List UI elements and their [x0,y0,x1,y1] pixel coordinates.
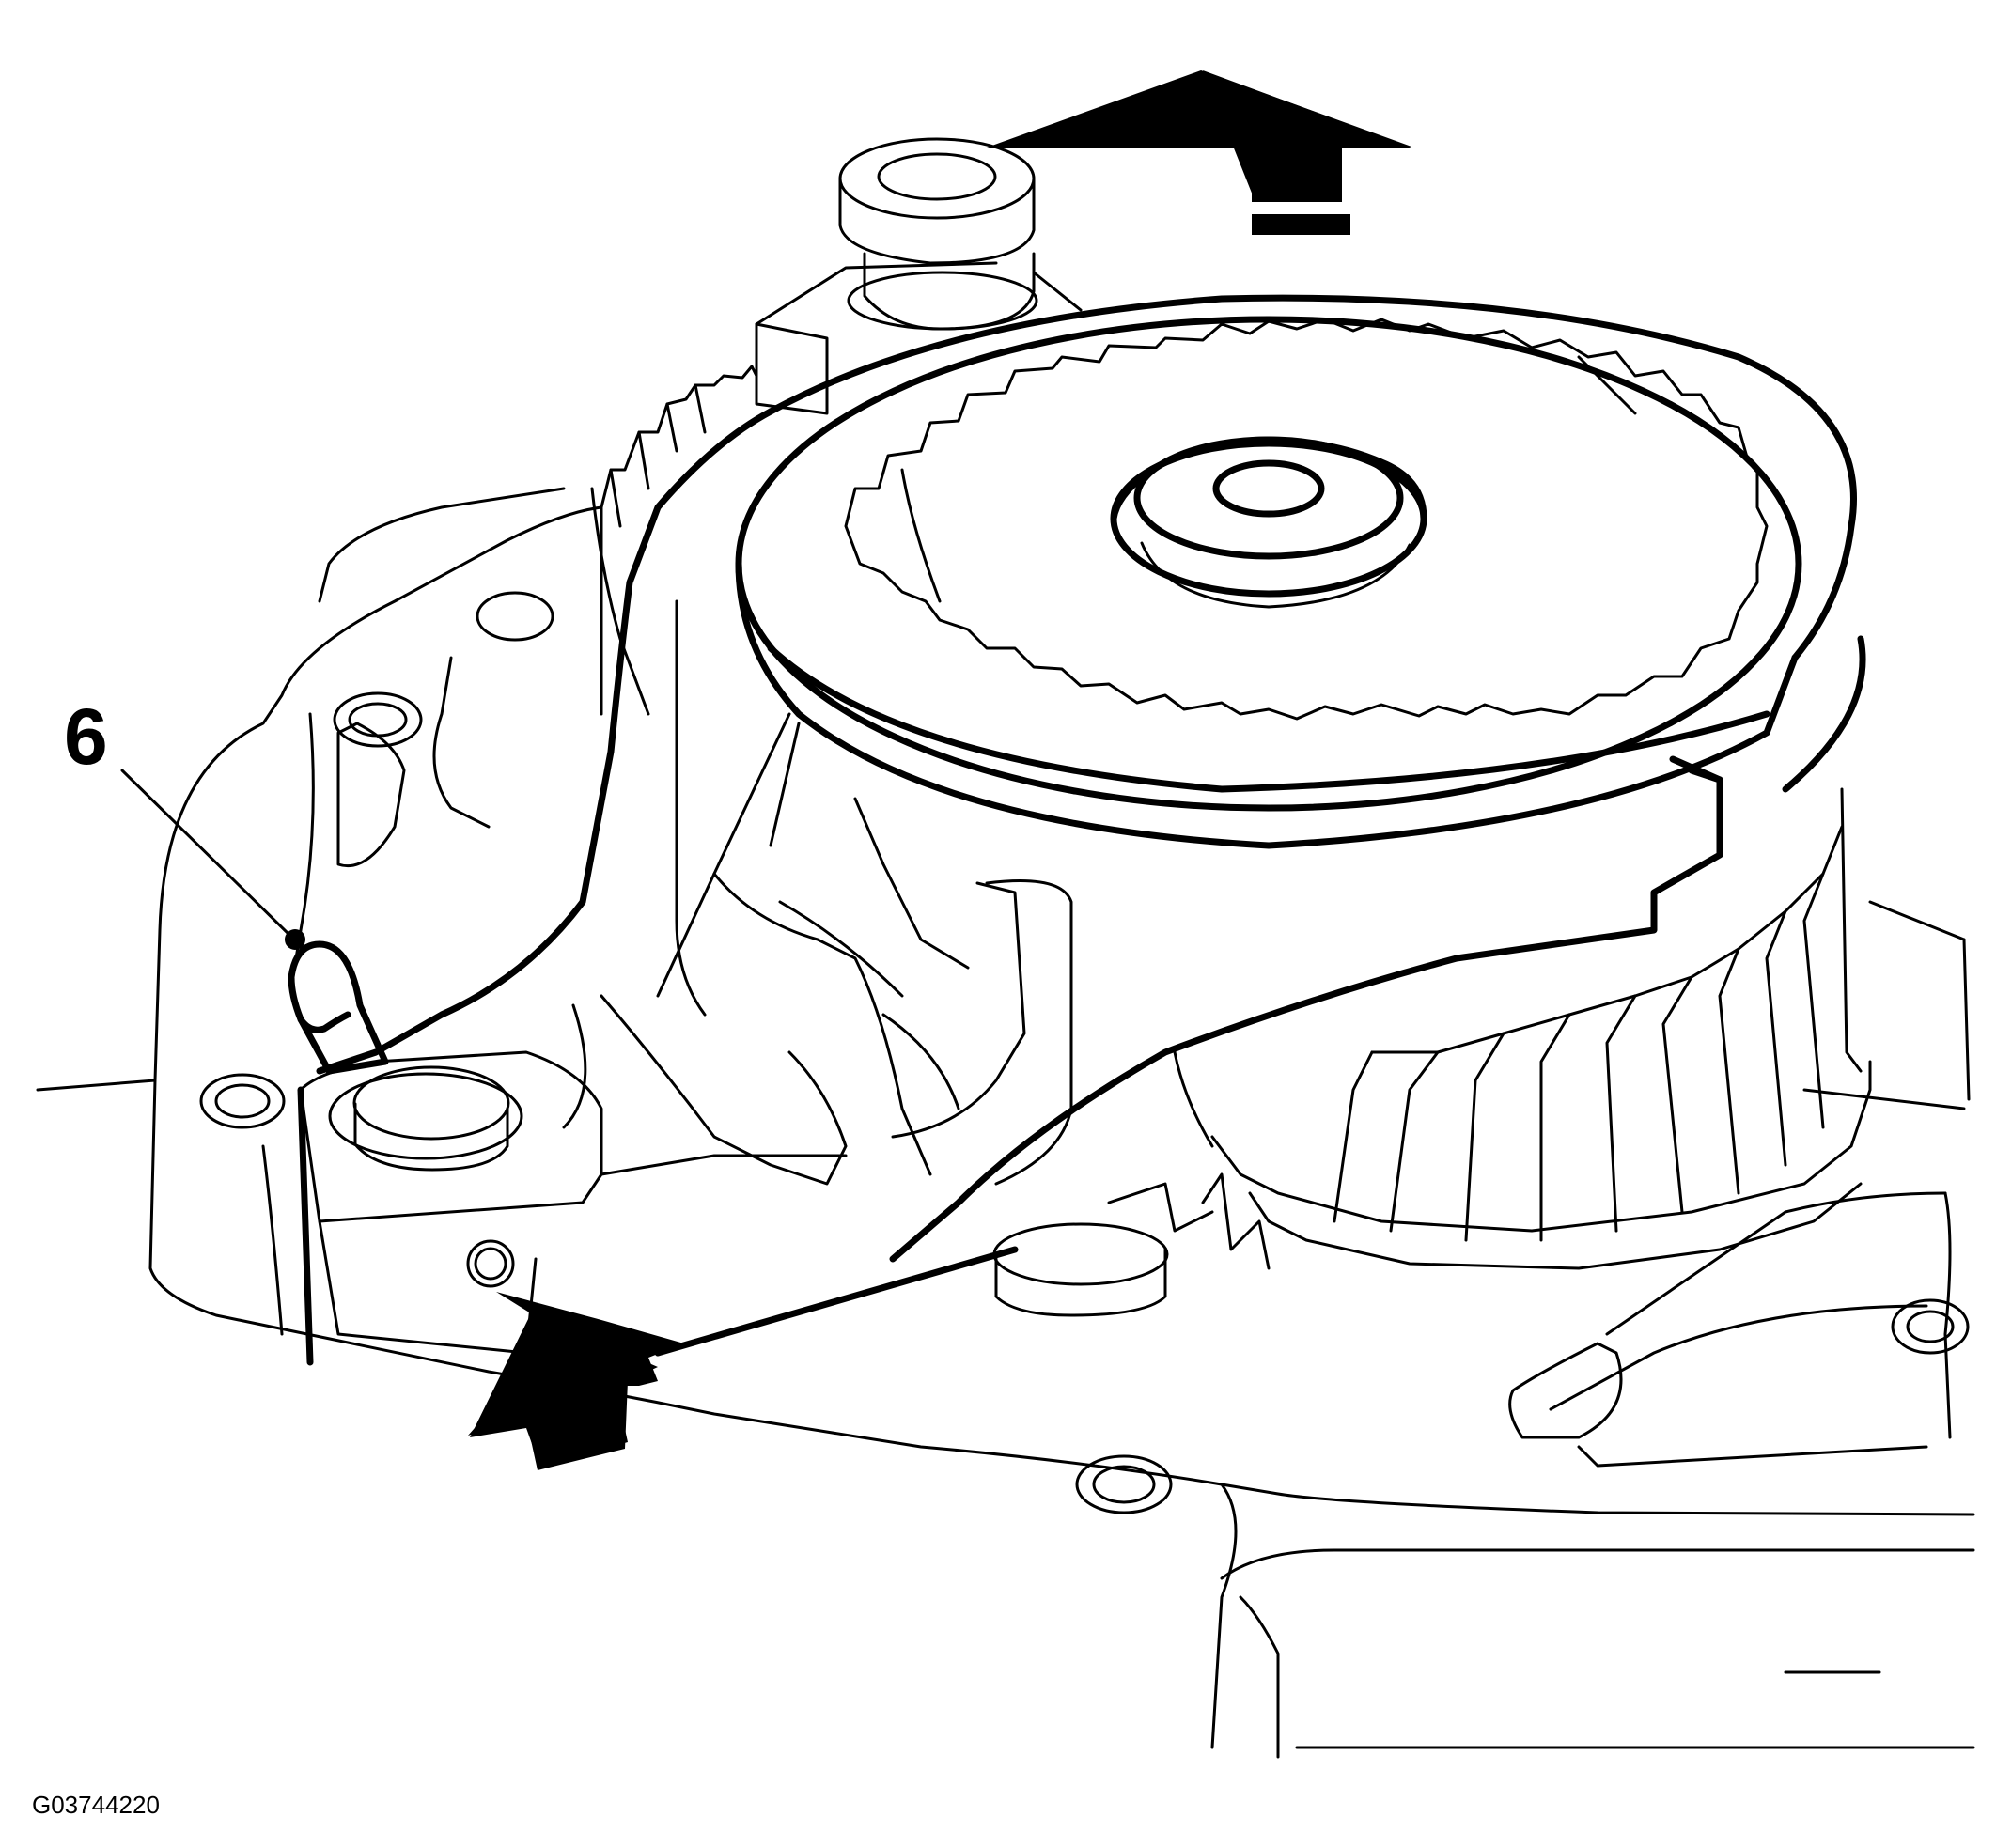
carrier-body [562,599,1214,1186]
brake-band [297,294,1857,1366]
top-bolt [755,137,1083,415]
clutch-drum [656,316,1866,1263]
drum-hub [1110,436,1427,609]
callout-label-6: 6 [64,692,108,781]
housing-bolt-holes [199,591,1970,1514]
callout-6-leader [120,769,305,950]
arrow-pointer-icon [468,1292,684,1470]
pointer-shaft [654,1246,1019,1357]
pivot-bracket [261,1050,848,1355]
drum-splines [844,318,1769,721]
transmission-housing [36,487,1975,1759]
figure-id: G03744220 [32,1791,160,1819]
gear-pin [992,1222,1169,1317]
ring-gear [1107,787,1872,1270]
arrow-up-icon [987,70,1414,235]
locating-pin [288,940,389,1075]
pinion-gear [590,365,758,716]
